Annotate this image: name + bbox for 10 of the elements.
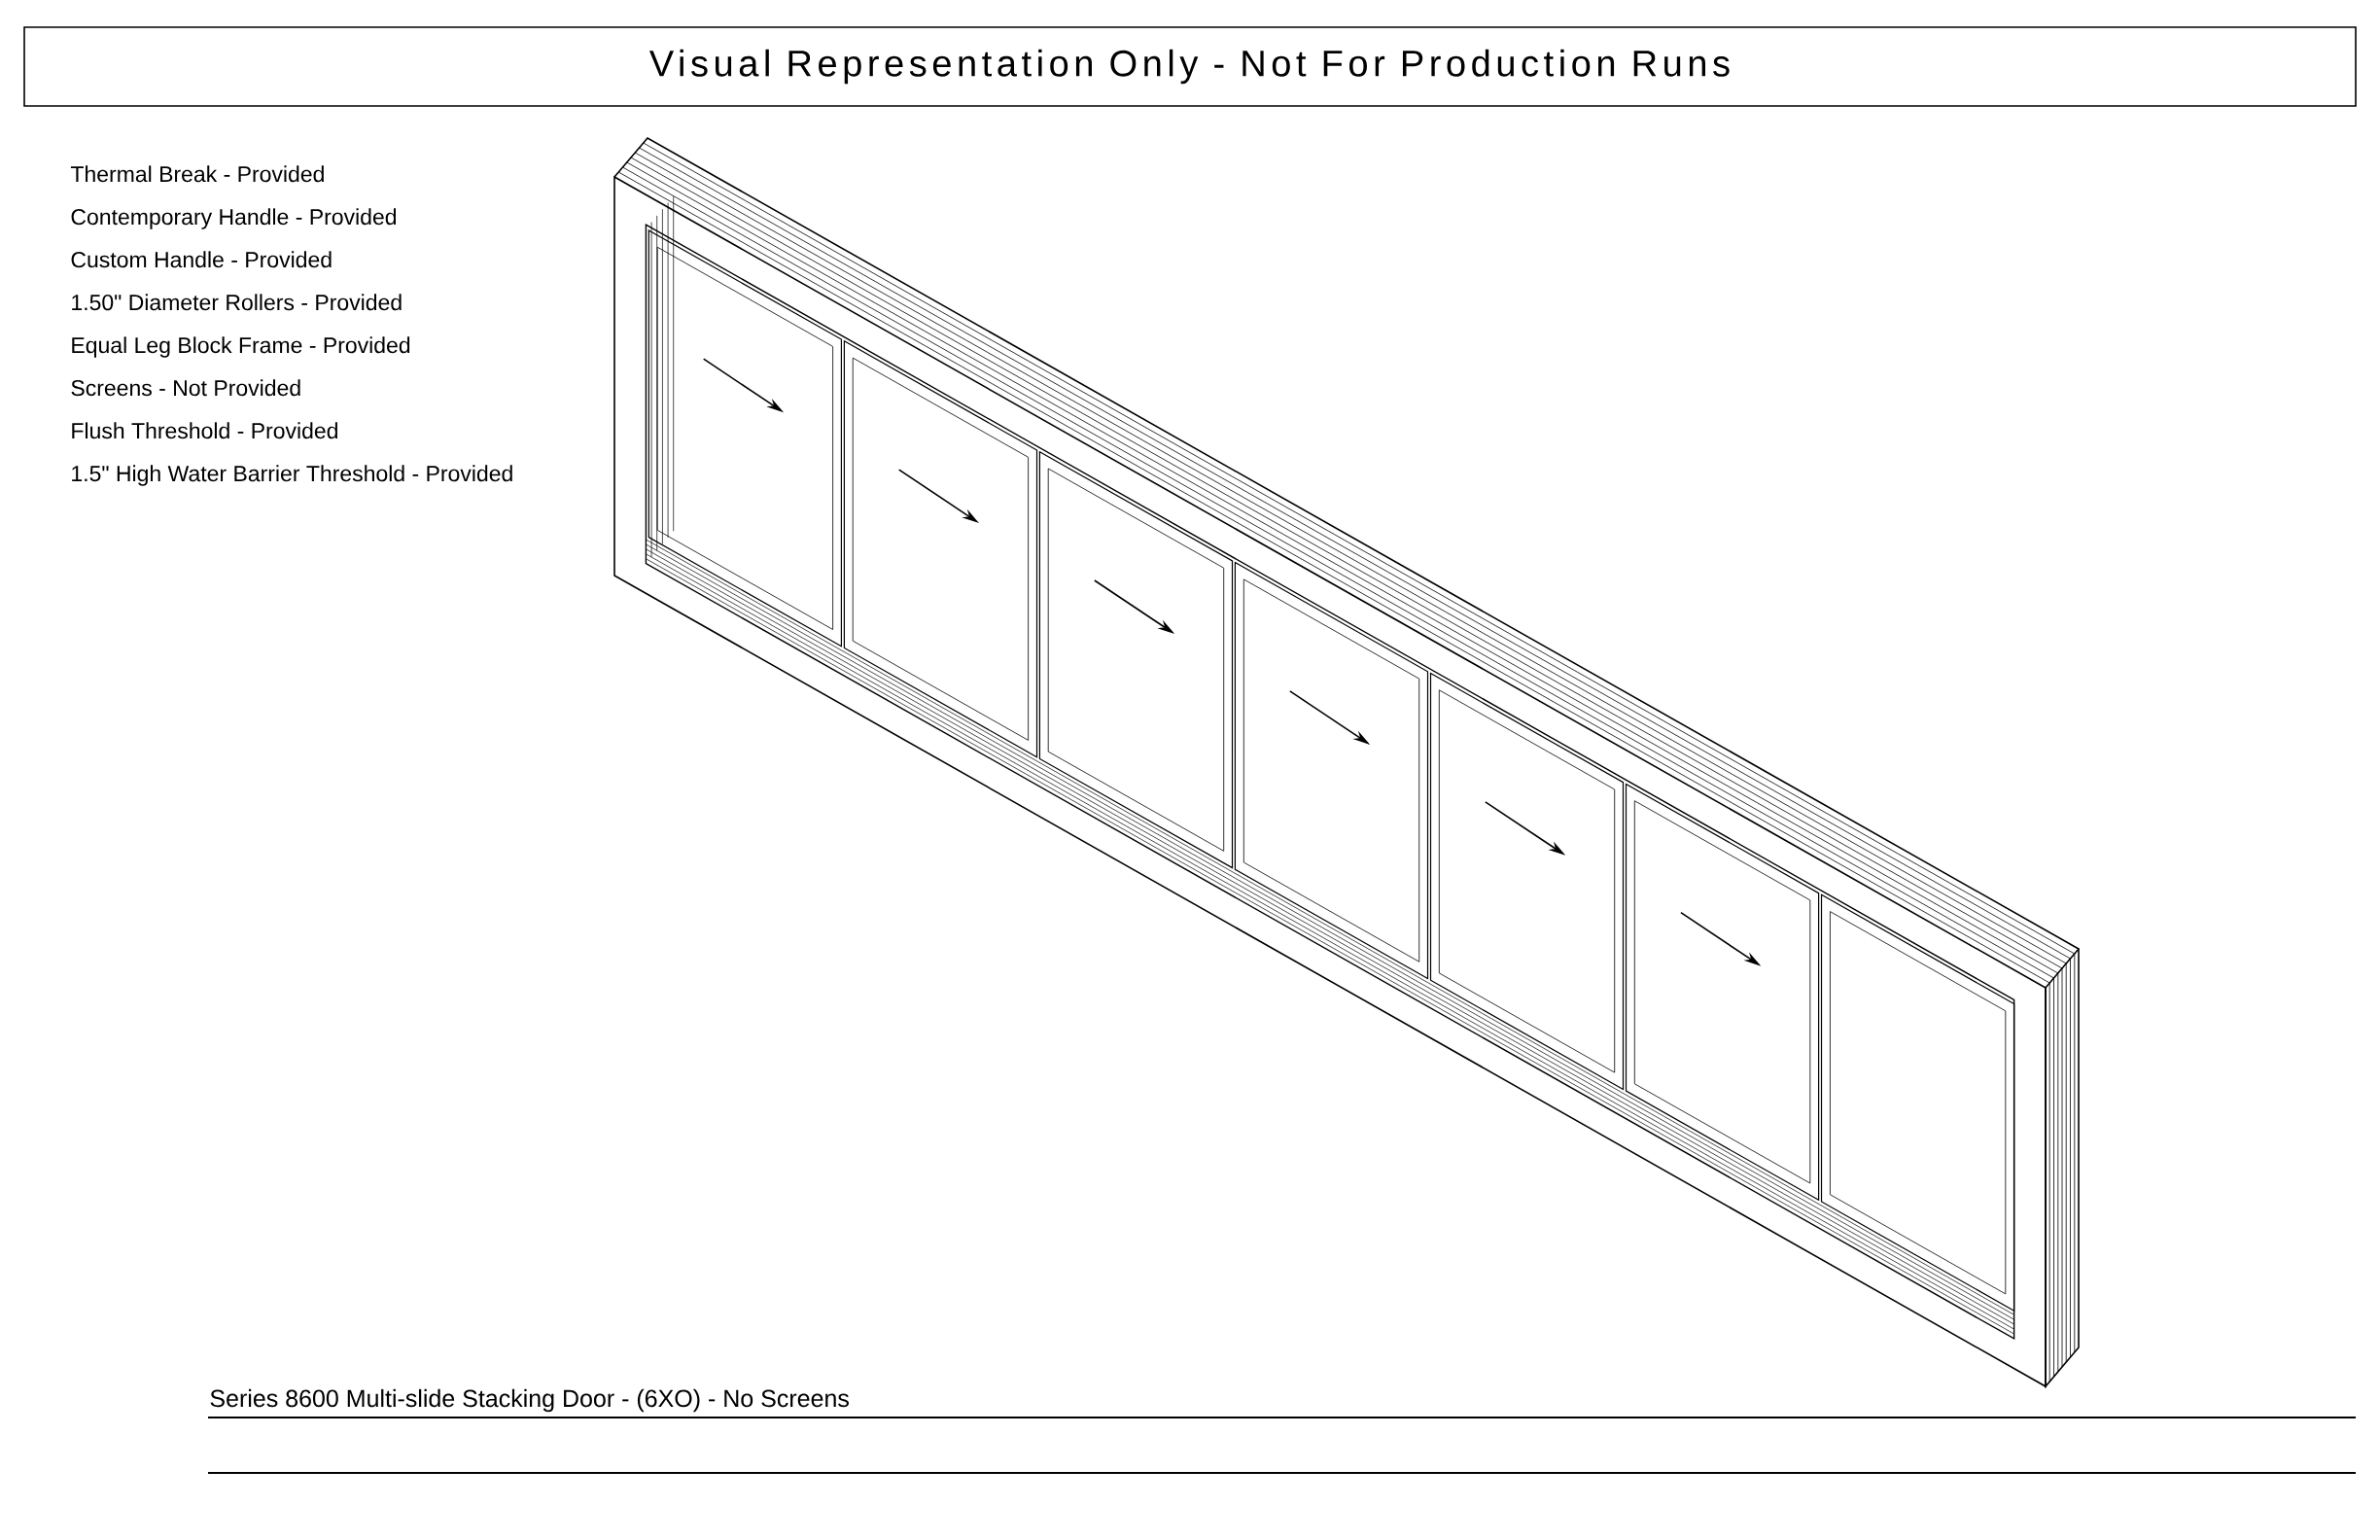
feature-text: Contemporary Handle - Provided [71,208,397,229]
feature-text: Screens - Not Provided [71,379,300,397]
feature-text: Flush Threshold - Provided [72,422,337,439]
feature-text: Thermal Break - Provided [70,165,324,183]
title-block-text: Series 8600 Multi-slide Stacking Door - (6XO) - No Screens [210,1388,849,1413]
feature-text: 1.50" Diameter Rollers - Provided [72,294,402,311]
title-box: Visual Representation Only - Not For Production Runs [23,26,2357,107]
feature-text: Custom Handle - Provided [71,251,332,268]
feature-text: 1.5" High Water Barrier Threshold - Provided [72,465,512,486]
feature-text: Equal Leg Block Frame - Provided [72,336,410,358]
